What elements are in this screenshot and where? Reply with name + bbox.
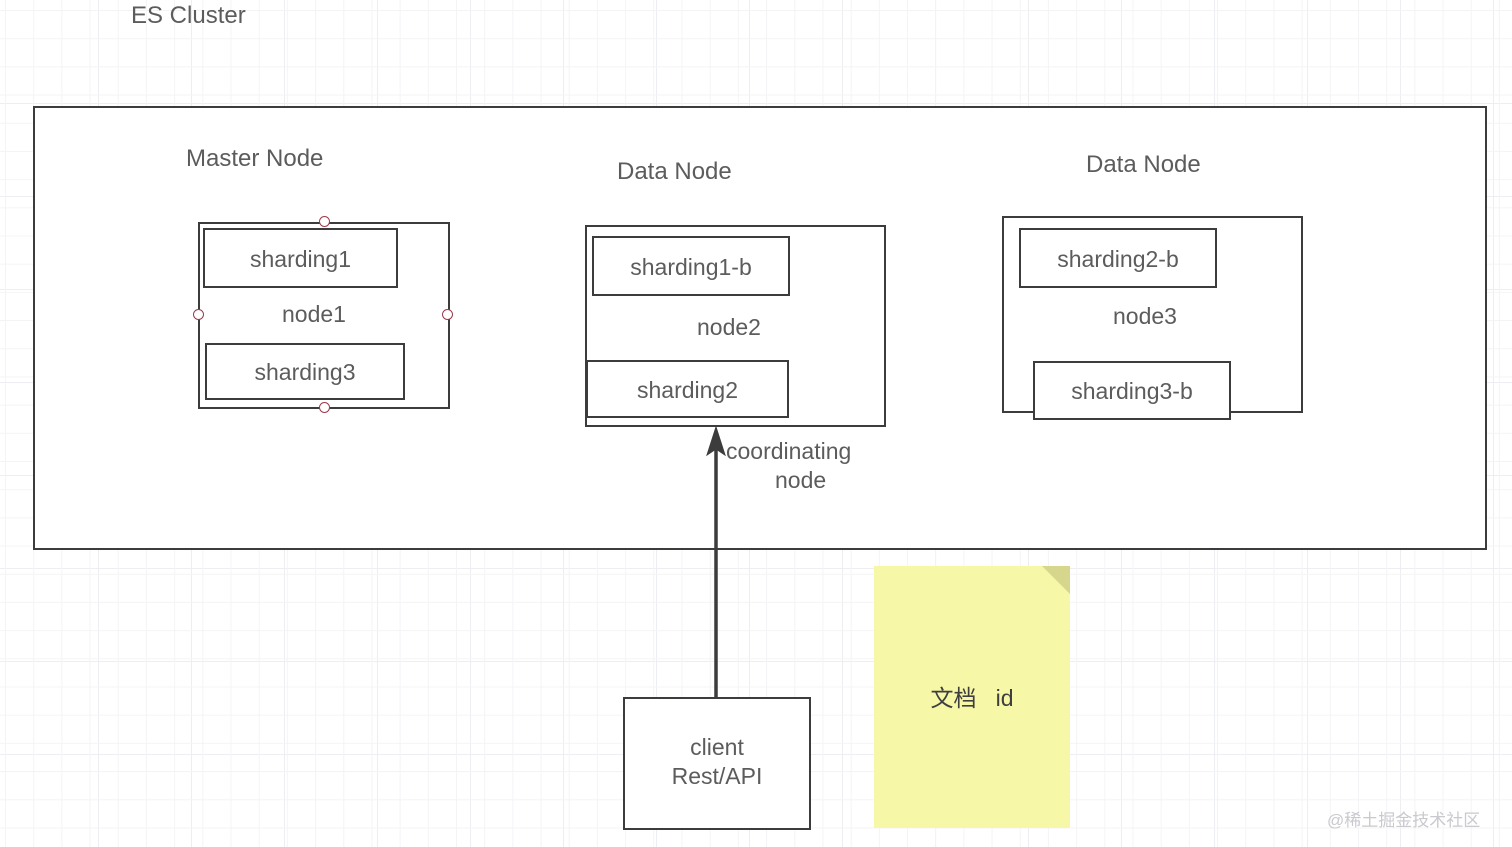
- node1-heading: Master Node: [186, 145, 324, 172]
- node2-shard-sharding2[interactable]: sharding2: [586, 360, 789, 418]
- node2-shard-sharding1-b[interactable]: sharding1-b: [592, 236, 790, 296]
- es-cluster-label: ES Cluster: [131, 2, 246, 29]
- node3-shard-sharding3-b[interactable]: sharding3-b: [1033, 361, 1231, 420]
- sticky-note-fold-icon: [1042, 566, 1070, 594]
- node3-shard-sharding2-b-label: sharding2-b: [1057, 246, 1179, 272]
- node1-shard-sharding1[interactable]: sharding1: [203, 228, 398, 288]
- node3-shard-sharding2-b[interactable]: sharding2-b: [1019, 228, 1217, 288]
- node1-handle-left[interactable]: [193, 309, 204, 320]
- node1-name: node1: [282, 301, 346, 327]
- sticky-note-text: 文档 id: [930, 685, 1014, 711]
- node1-handle-top[interactable]: [319, 216, 330, 227]
- sticky-note[interactable]: 文档 id: [874, 566, 1070, 828]
- node1-handle-bottom[interactable]: [319, 402, 330, 413]
- node1-shard-sharding3-label: sharding3: [254, 359, 356, 385]
- client-box[interactable]: client Rest/API: [623, 697, 811, 830]
- coordinating-node-label-line1: coordinating: [726, 438, 852, 464]
- node1-handle-right[interactable]: [442, 309, 453, 320]
- node2-name: node2: [697, 314, 761, 340]
- node3-name: node3: [1113, 303, 1177, 329]
- node1-shard-sharding3[interactable]: sharding3: [205, 343, 405, 400]
- node3-shard-sharding3-b-label: sharding3-b: [1071, 378, 1193, 404]
- client-label-line1: client: [690, 734, 744, 760]
- node2-heading: Data Node: [617, 158, 732, 185]
- node1-shard-sharding1-label: sharding1: [249, 246, 352, 272]
- client-label-line2: Rest/API: [671, 763, 763, 789]
- watermark: @稀土掘金技术社区: [1327, 811, 1481, 830]
- node2-shard-sharding1-b-label: sharding1-b: [630, 254, 752, 280]
- node2-shard-sharding2-label: sharding2: [636, 377, 739, 403]
- node3-heading: Data Node: [1086, 151, 1201, 178]
- coordinating-node-label-line2: node: [775, 467, 827, 493]
